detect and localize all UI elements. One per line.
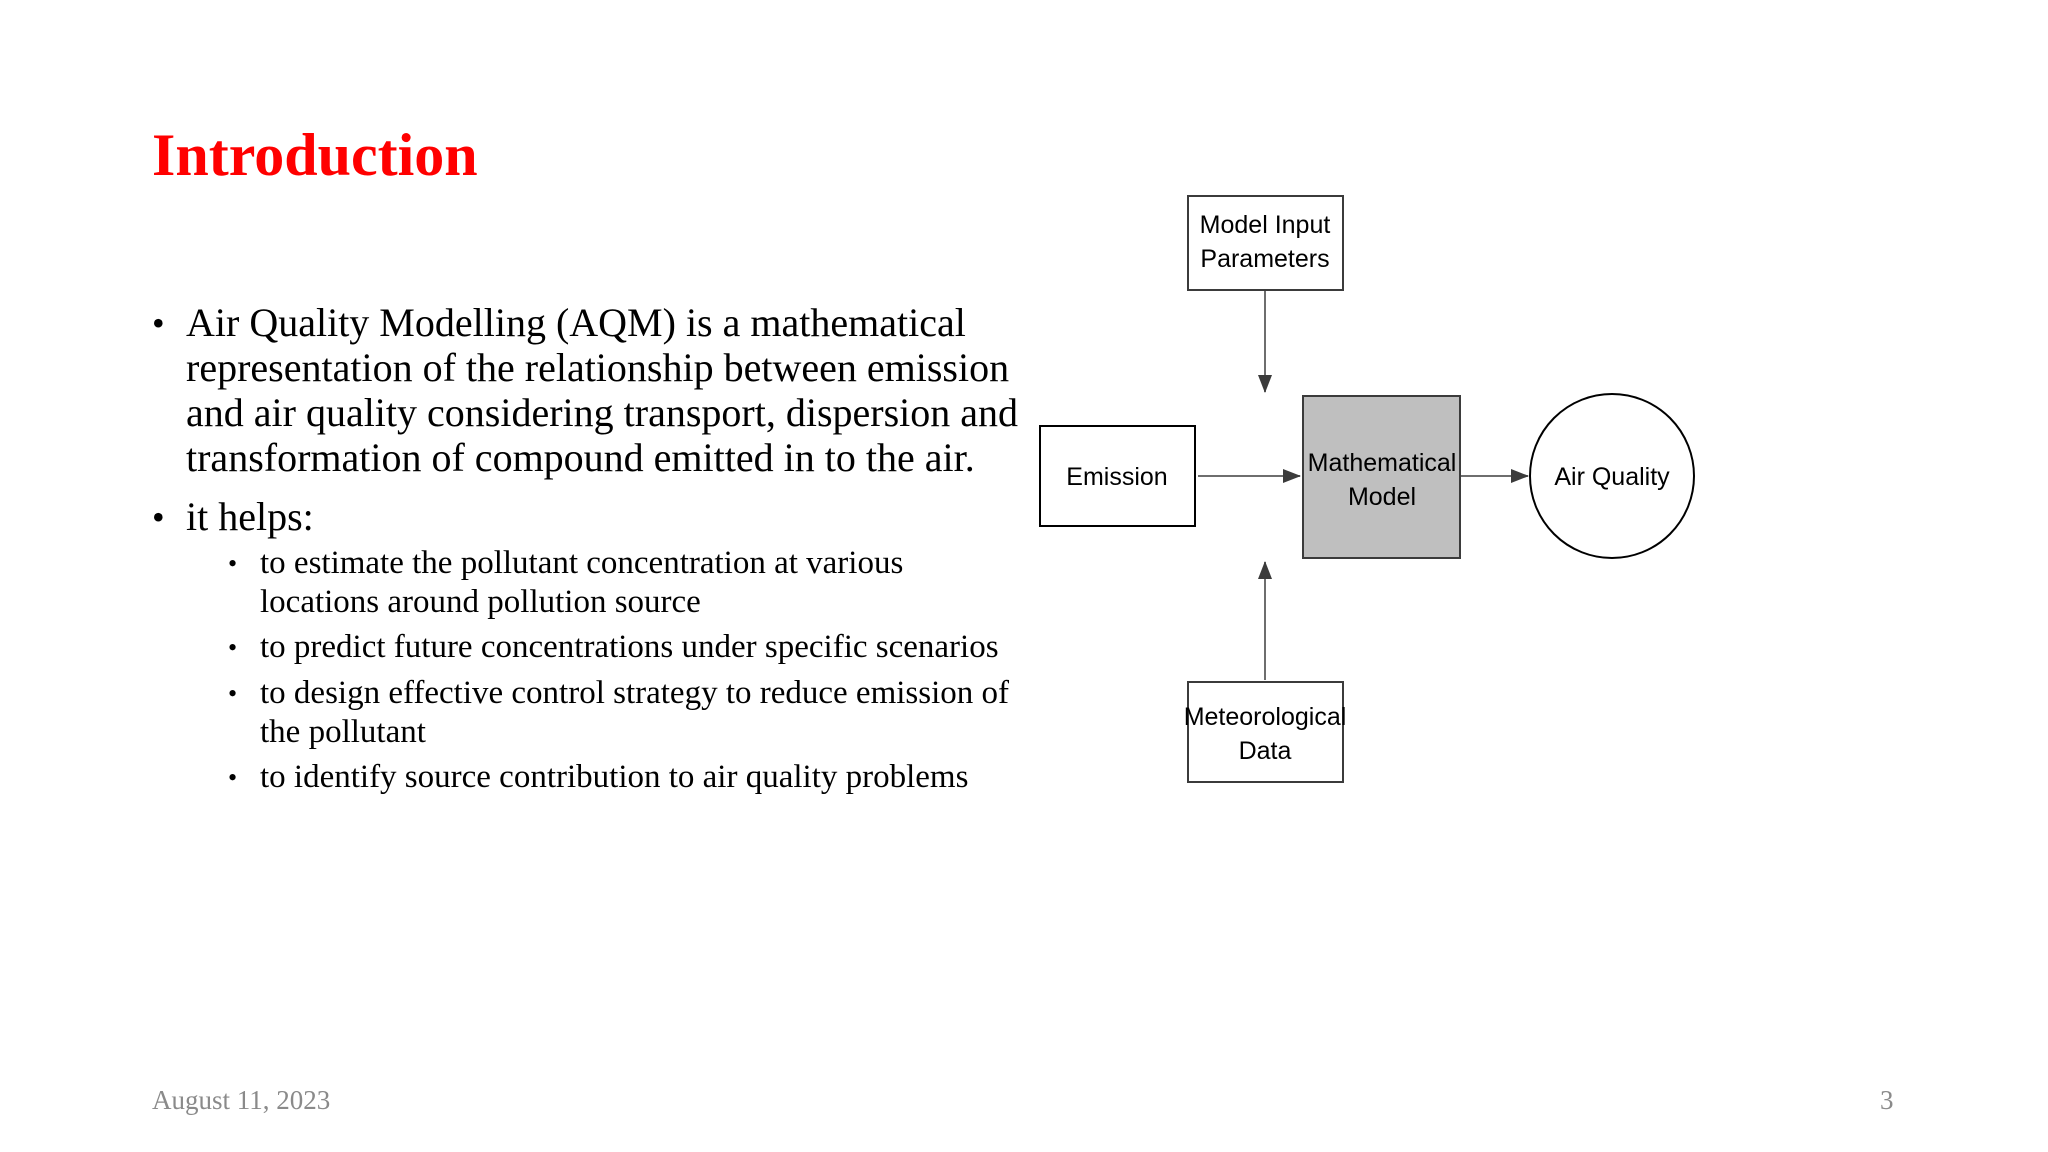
sub-bullet-list: • to estimate the pollutant concentratio… (146, 544, 1026, 798)
sub-bullet-text: to identify source contribution to air q… (260, 759, 969, 795)
sub-bullet-item: • to estimate the pollutant concentratio… (228, 544, 1026, 622)
bullet-marker-icon: • (152, 497, 165, 537)
sub-bullet-marker-icon: • (228, 633, 238, 662)
sub-bullet-marker-icon: • (228, 763, 238, 792)
sub-bullet-item: • to identify source contribution to air… (228, 758, 1026, 798)
bullet-text: it helps: (186, 494, 314, 539)
node-label-emission: Emission (1066, 463, 1167, 491)
sub-bullet-marker-icon: • (228, 549, 238, 578)
node-label-meteorological-line1: Meteorological (1184, 703, 1347, 731)
footer-date: August 11, 2023 (152, 1085, 331, 1115)
sub-bullet-text: to predict future concentrations under s… (260, 629, 999, 665)
node-label-math-model-line2: Model (1348, 483, 1416, 511)
sub-bullet-text: to design effective control strategy to … (260, 675, 1009, 750)
node-model-input-parameters[interactable]: Model Input Parameters (1187, 195, 1344, 291)
sub-bullet-text: to estimate the pollutant concentration … (260, 545, 904, 620)
bullet-text: Air Quality Modelling (AQM) is a mathema… (186, 300, 1019, 480)
node-label-meteorological-line2: Data (1239, 737, 1292, 765)
flow-diagram: Model Input Parameters Emission Mathemat… (1020, 180, 2040, 1060)
node-label-model-input-line1: Model Input (1200, 211, 1331, 239)
node-label-math-model-line1: Mathematical (1308, 449, 1457, 477)
bullet-marker-icon: • (152, 303, 165, 343)
footer-page-number: 3 (1880, 1085, 1894, 1115)
sub-bullet-item: • to design effective control strategy t… (228, 674, 1026, 752)
node-label-air-quality: Air Quality (1554, 463, 1670, 491)
node-label-model-input-line2: Parameters (1200, 245, 1329, 273)
node-meteorological-data[interactable]: Meteorological Data (1184, 681, 1347, 783)
sub-bullet-marker-icon: • (228, 679, 238, 708)
content-body: • Air Quality Modelling (AQM) is a mathe… (146, 300, 1026, 804)
node-mathematical-model[interactable]: Mathematical Model (1302, 395, 1461, 559)
bullet-item: • Air Quality Modelling (AQM) is a mathe… (146, 300, 1026, 480)
sub-bullet-item: • to predict future concentrations under… (228, 628, 1026, 668)
node-air-quality[interactable]: Air Quality (1529, 393, 1695, 559)
page-title: Introduction (152, 122, 478, 188)
bullet-item: • it helps: (146, 494, 1026, 540)
node-emission[interactable]: Emission (1039, 425, 1196, 527)
